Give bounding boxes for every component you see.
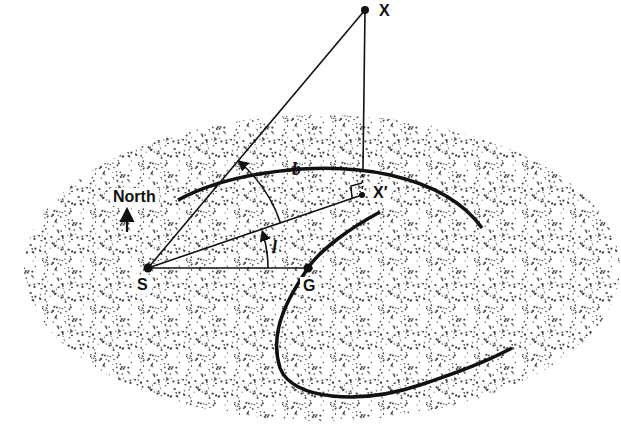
angle-b-arc xyxy=(239,162,281,223)
direction-label: North xyxy=(110,188,159,206)
line-s-g xyxy=(148,267,308,269)
star-point xyxy=(361,6,369,14)
point-label: G xyxy=(300,277,318,295)
spiral-arm xyxy=(277,212,512,397)
angle-label: l xyxy=(272,238,277,256)
projection-point xyxy=(359,192,365,198)
galaxy-disk xyxy=(24,115,620,421)
north-arrow xyxy=(126,210,128,232)
point-label: S xyxy=(134,276,151,294)
angle-l-arc xyxy=(263,232,269,268)
line-s-xprime xyxy=(148,195,362,268)
point-label: X′ xyxy=(370,184,391,202)
galactic-centre-point xyxy=(304,264,313,273)
line-x-xprime-hidden xyxy=(362,168,363,195)
line-s-x xyxy=(148,10,365,268)
line-x-xprime xyxy=(363,10,365,168)
sun-point xyxy=(144,264,153,273)
point-label: X xyxy=(376,2,393,20)
angle-label: b xyxy=(292,160,301,178)
